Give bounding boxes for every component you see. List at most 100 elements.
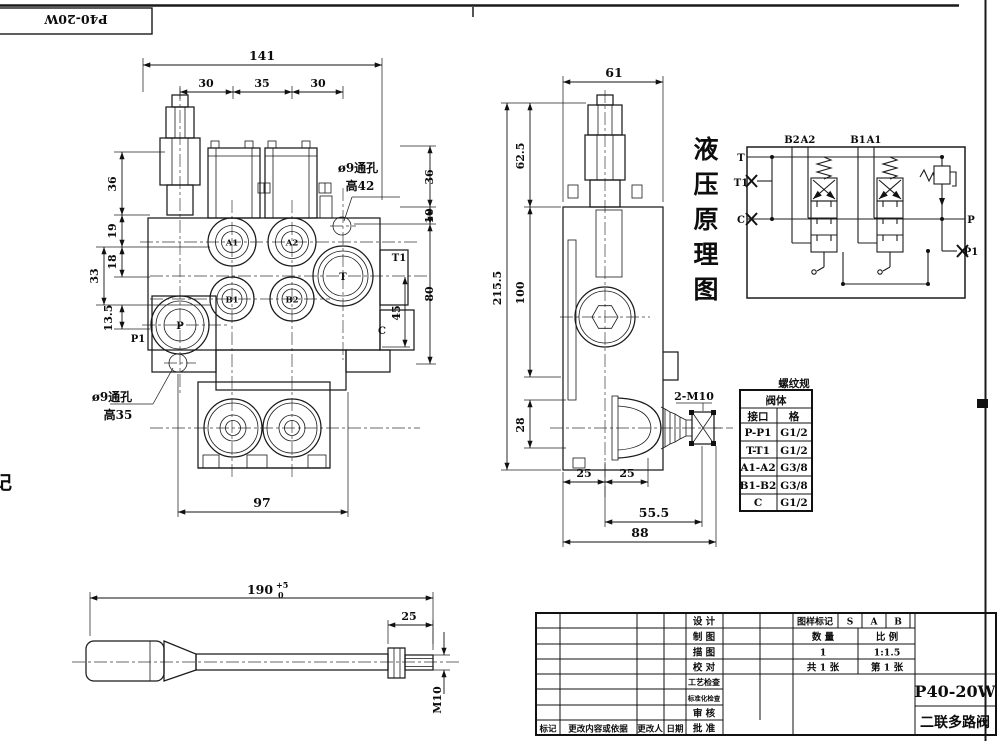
front-body — [147, 94, 415, 469]
spool-symbol-2 — [876, 156, 904, 275]
relief-valve-symbol — [919, 165, 957, 187]
sheet-number: 第 1 张 — [871, 662, 904, 674]
port-label-a1: A1 — [225, 239, 239, 249]
port-label-b2: B2 — [285, 296, 298, 306]
port-label-c: C — [378, 326, 386, 337]
handle-drawing: 190 +5 0 25 M10 — [72, 580, 460, 714]
dim-88: 88 — [631, 525, 649, 540]
side-body — [562, 94, 721, 471]
edge-mark — [977, 399, 988, 408]
thread-row-spec: G1/2 — [780, 497, 807, 509]
handle-dimensions: 190 +5 0 25 M10 — [89, 580, 450, 714]
approval-row-label: 标准化检查 — [687, 694, 721, 703]
port-label-t1: T1 — [392, 253, 406, 264]
note-hole-top-2: 高42 — [346, 178, 375, 193]
stamp-box — [0, 7, 153, 35]
junction-dots — [770, 155, 944, 286]
schematic-label-p: P — [967, 215, 975, 226]
thread-row-port: B1-B2 — [740, 480, 777, 492]
thread-row-port: A1-A2 — [739, 462, 775, 474]
dim-30a: 30 — [198, 77, 214, 90]
dim-30b: 30 — [310, 77, 326, 90]
thread-row-spec: G3/8 — [780, 480, 807, 492]
note-hole-bottom-1: ø9通孔 — [92, 389, 132, 404]
dim-55-5: 55.5 — [639, 505, 669, 520]
dim-80: 80 — [423, 286, 436, 302]
schematic-label-a1: A1 — [866, 135, 882, 146]
thread-row-port: P-P1 — [745, 427, 772, 439]
thread-table-merged: 阀体 — [766, 394, 787, 407]
thread-row-spec: G1/2 — [780, 445, 807, 457]
front-centerlines — [140, 88, 430, 478]
front-notes: ø9通孔 高42 ø9通孔 高35 — [92, 160, 400, 422]
schematic-label-b1: B1 — [850, 135, 865, 146]
schematic-title-char-3: 原 — [693, 205, 718, 234]
port-label-t: T — [339, 272, 347, 283]
left-edge-partial-text: 记 — [0, 472, 12, 494]
qty-value: 1 — [820, 648, 827, 659]
dim-100: 100 — [514, 281, 527, 304]
revision-col-mark: 标记 — [538, 724, 557, 735]
hydraulic-schematic: T T1 C P P1 B2 A2 B1 A1 — [734, 135, 978, 299]
schematic-label-p1: P1 — [964, 247, 978, 258]
port-label-b1: B1 — [225, 296, 238, 306]
stage-cell: B — [894, 618, 902, 628]
side-view: 61 62.5 215.5 100 28 25 25 55.5 88 2-M10 — [491, 65, 733, 547]
dim-28: 28 — [514, 417, 527, 433]
dim-61: 61 — [605, 65, 622, 80]
approval-row-label: 校 对 — [693, 662, 716, 674]
revision-col-content: 更改内容或依据 — [568, 724, 628, 735]
port-label-p1: P1 — [131, 334, 145, 345]
approval-row-label: 审 核 — [693, 708, 716, 720]
schematic-title-char-5: 图 — [693, 275, 718, 304]
schematic-label-b2: B2 — [784, 135, 799, 146]
dim-m10: M10 — [431, 686, 444, 714]
schematic-title-char-4: 理 — [693, 240, 718, 269]
dim-62-5: 62.5 — [514, 143, 527, 170]
dim-13-5: 13.5 — [102, 305, 115, 332]
side-dimensions: 61 62.5 215.5 100 28 25 25 55.5 88 2-M10 — [491, 65, 717, 547]
revision-col-by: 更改人 — [637, 724, 663, 735]
dim-19: 19 — [106, 223, 119, 238]
dim-190: 190 — [247, 582, 273, 597]
dim-25-handle: 25 — [401, 610, 416, 623]
revision-col-date: 日期 — [666, 724, 684, 735]
dim-215-5: 215.5 — [491, 271, 504, 305]
title-block-model: P40-20W — [914, 682, 996, 701]
dim-10: 10 — [423, 208, 436, 224]
dim-45: 45 — [390, 305, 403, 320]
note-hole-bottom-2: 高35 — [104, 407, 133, 422]
schematic-label-c: C — [737, 215, 745, 226]
thread-row-port: C — [754, 497, 762, 509]
approval-row-label: 工艺检查 — [688, 677, 721, 687]
qty-label: 数 量 — [811, 631, 835, 643]
schematic-label-a2: A2 — [800, 135, 816, 146]
approval-row-label: 设 计 — [693, 616, 716, 628]
schematic-title: 液 压 原 理 图 — [693, 135, 718, 304]
approval-row-label: 批 准 — [693, 723, 716, 735]
scale-label: 比 例 — [876, 631, 898, 643]
dim-190-tol-upper: +5 — [276, 580, 288, 590]
spool-symbol-1 — [810, 156, 838, 275]
schematic-label-t1: T1 — [734, 178, 748, 189]
scale-value: 1:1.5 — [874, 648, 901, 659]
note-2-m10: 2-M10 — [674, 390, 714, 403]
port-label-a2: A2 — [285, 239, 299, 249]
model-stamp: P40-20W — [43, 12, 107, 27]
dim-141: 141 — [249, 48, 275, 63]
title-block-product-name: 二联多路阀 — [920, 714, 990, 731]
dim-190-tol-lower: 0 — [278, 590, 284, 600]
thread-row-spec: G1/2 — [780, 427, 807, 439]
thread-row-port: T-T1 — [746, 445, 770, 457]
dim-36-right: 36 — [423, 169, 436, 185]
dim-18: 18 — [106, 254, 119, 270]
stage-label: 图样标记 — [797, 616, 833, 628]
plug-symbols — [745, 174, 969, 258]
sheets-total: 共 1 张 — [807, 662, 840, 674]
approval-row-label: 制 图 — [693, 631, 715, 643]
thread-row-spec: G3/8 — [780, 462, 807, 474]
thread-table-title: 螺纹规 — [778, 377, 810, 390]
dim-25b: 25 — [619, 467, 634, 480]
